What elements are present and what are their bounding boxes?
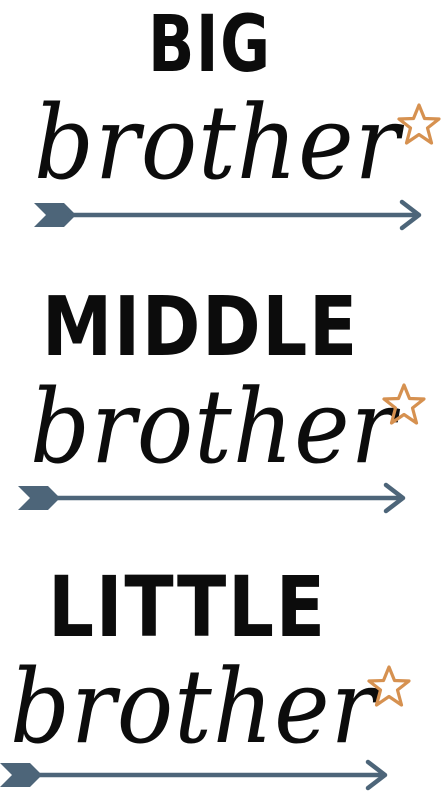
big-brother-design: BIG brother xyxy=(0,0,443,240)
little-brother-design: LITTLE brother xyxy=(0,550,443,800)
star-outline-icon xyxy=(382,383,426,425)
design-headline: MIDDLE xyxy=(42,280,359,375)
arrow-right-icon xyxy=(0,759,388,791)
design-headline: BIG xyxy=(148,0,272,90)
design-script-text: brother xyxy=(34,84,401,203)
middle-brother-design: MIDDLE brother xyxy=(0,270,443,530)
arrow-right-icon xyxy=(18,482,406,514)
arrow-right-icon xyxy=(34,199,422,231)
design-script-text: brother xyxy=(10,648,377,767)
design-script-text: brother xyxy=(30,368,397,487)
design-headline: LITTLE xyxy=(48,558,327,656)
star-outline-icon xyxy=(367,665,411,707)
star-outline-icon xyxy=(397,103,441,145)
